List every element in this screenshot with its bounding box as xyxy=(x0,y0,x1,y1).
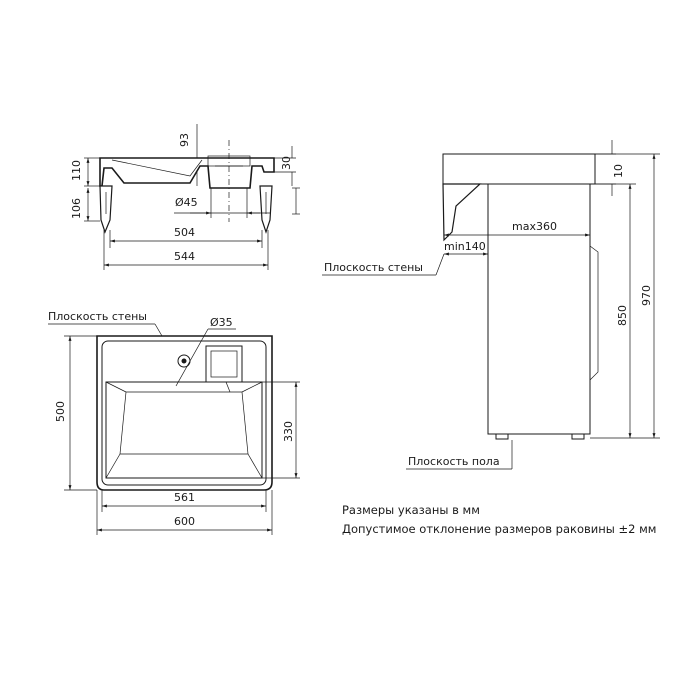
dim-850-label: 850 xyxy=(616,305,629,326)
note-tolerance: Допустимое отклонение размеров раковины … xyxy=(342,522,656,536)
notes: Размеры указаны в мм Допустимое отклонен… xyxy=(342,503,656,536)
dim-544-label: 544 xyxy=(174,250,195,263)
dim-561-label: 561 xyxy=(174,491,195,504)
floor-plane-label: Плоскость пола xyxy=(408,455,500,468)
dim-600-label: 600 xyxy=(174,515,195,528)
plan-wall-plane-label: Плоскость стены xyxy=(48,310,147,323)
bowl-outer xyxy=(105,381,263,479)
dim-504-label: 504 xyxy=(174,226,195,239)
overflow-box xyxy=(205,345,243,383)
machine-view: 10 max360 min140 Плоскость стены 850 970… xyxy=(322,140,660,470)
dim-970-label: 970 xyxy=(640,285,653,306)
note-units: Размеры указаны в мм xyxy=(342,503,480,517)
dim-500-label: 500 xyxy=(54,401,67,422)
dim-d45-label: Ø45 xyxy=(175,196,198,209)
plan-view: Плоскость стены Ø35 500 330 561 600 xyxy=(48,310,300,535)
machine-wall-plane-label: Плоскость стены xyxy=(324,261,423,274)
dim-max360-label: max360 xyxy=(512,220,557,233)
dim-30-label: 30 xyxy=(280,156,293,170)
dim-106-label: 106 xyxy=(70,198,83,219)
sink-side-profile xyxy=(99,157,275,189)
sink-rim xyxy=(101,340,267,486)
bowl-inner xyxy=(119,391,249,455)
dim-93-label: 93 xyxy=(178,133,191,147)
dim-110-label: 110 xyxy=(70,160,83,181)
side-view: 93 110 106 30 Ø45 504 xyxy=(70,124,300,270)
dim-d35-label: Ø35 xyxy=(210,316,233,329)
sink-slab xyxy=(442,153,596,185)
dim-10-label: 10 xyxy=(612,164,625,178)
wall-bracket xyxy=(442,183,482,242)
dim-min140-label: min140 xyxy=(444,240,486,253)
sink-inner-bowl xyxy=(111,159,203,177)
dim-330-label: 330 xyxy=(282,421,295,442)
sink-plan-outline xyxy=(96,335,273,491)
